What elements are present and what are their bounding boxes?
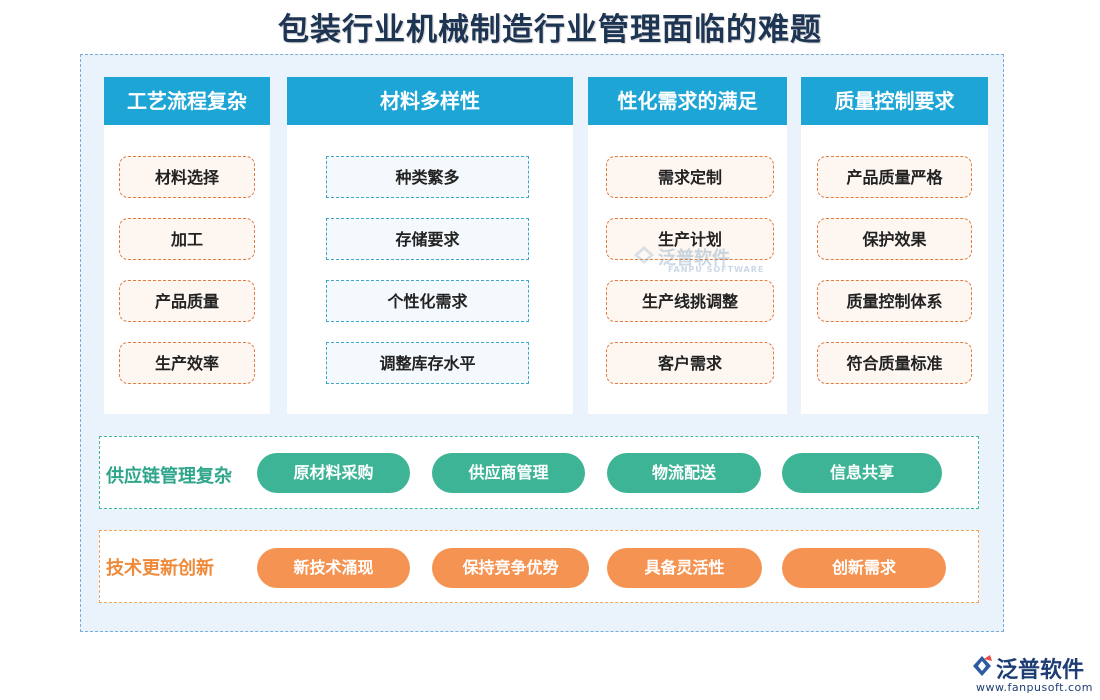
materials-item: 存储要求 xyxy=(326,218,529,260)
watermark: 泛普软件 FANPU SOFTWARE xyxy=(632,244,763,274)
fanpu-logo-icon xyxy=(973,655,992,676)
column-header: 性化需求的满足 xyxy=(588,77,787,125)
materials-item: 个性化需求 xyxy=(326,280,529,322)
quality-item: 符合质量标准 xyxy=(817,342,972,384)
column-process: 工艺流程复杂 材料选择 加工 产品质量 生产效率 xyxy=(104,77,270,414)
watermark-subtext: FANPU SOFTWARE xyxy=(668,265,765,274)
column-header: 材料多样性 xyxy=(287,77,573,125)
brand-logo: 泛普软件 www.fanpusoft.com xyxy=(970,652,1095,696)
brand-url: www.fanpusoft.com xyxy=(976,681,1093,694)
demand-item: 需求定制 xyxy=(606,156,774,198)
column-header: 质量控制要求 xyxy=(801,77,988,125)
materials-item: 种类繁多 xyxy=(326,156,529,198)
supply-chain-pill: 原材料采购 xyxy=(257,453,410,493)
supply-chain-band: 供应链管理复杂 原材料采购 供应商管理 物流配送 信息共享 xyxy=(99,436,979,509)
page-title: 包装行业机械制造行业管理面临的难题 xyxy=(278,12,822,48)
quality-item: 产品质量严格 xyxy=(817,156,972,198)
fanpu-logo-icon xyxy=(634,246,654,264)
tech-innovation-band: 技术更新创新 新技术涌现 保持竞争优势 具备灵活性 创新需求 xyxy=(99,530,979,603)
column-demand: 性化需求的满足 需求定制 生产计划 生产线挑调整 客户需求 xyxy=(588,77,787,414)
column-quality: 质量控制要求 产品质量严格 保护效果 质量控制体系 符合质量标准 xyxy=(801,77,988,414)
tech-innovation-pill: 新技术涌现 xyxy=(257,548,410,588)
demand-item: 生产计划 xyxy=(606,218,774,260)
tech-innovation-pill: 保持竞争优势 xyxy=(432,548,589,588)
supply-chain-pill: 供应商管理 xyxy=(432,453,585,493)
process-item: 加工 xyxy=(119,218,255,260)
tech-innovation-label: 技术更新创新 xyxy=(106,558,214,579)
tech-innovation-pill: 具备灵活性 xyxy=(607,548,762,588)
process-item: 材料选择 xyxy=(119,156,255,198)
process-item: 生产效率 xyxy=(119,342,255,384)
supply-chain-label: 供应链管理复杂 xyxy=(106,466,232,487)
column-header: 工艺流程复杂 xyxy=(104,77,270,125)
supply-chain-pill: 信息共享 xyxy=(782,453,942,493)
process-item: 产品质量 xyxy=(119,280,255,322)
quality-item: 保护效果 xyxy=(817,218,972,260)
column-materials: 材料多样性 种类繁多 存储要求 个性化需求 调整库存水平 xyxy=(287,77,573,414)
quality-item: 质量控制体系 xyxy=(817,280,972,322)
brand-name: 泛普软件 xyxy=(996,658,1085,683)
demand-item: 客户需求 xyxy=(606,342,774,384)
watermark-text: 泛普软件 xyxy=(658,248,730,269)
demand-item: 生产线挑调整 xyxy=(606,280,774,322)
tech-innovation-pill: 创新需求 xyxy=(782,548,946,588)
supply-chain-pill: 物流配送 xyxy=(607,453,761,493)
materials-item: 调整库存水平 xyxy=(326,342,529,384)
